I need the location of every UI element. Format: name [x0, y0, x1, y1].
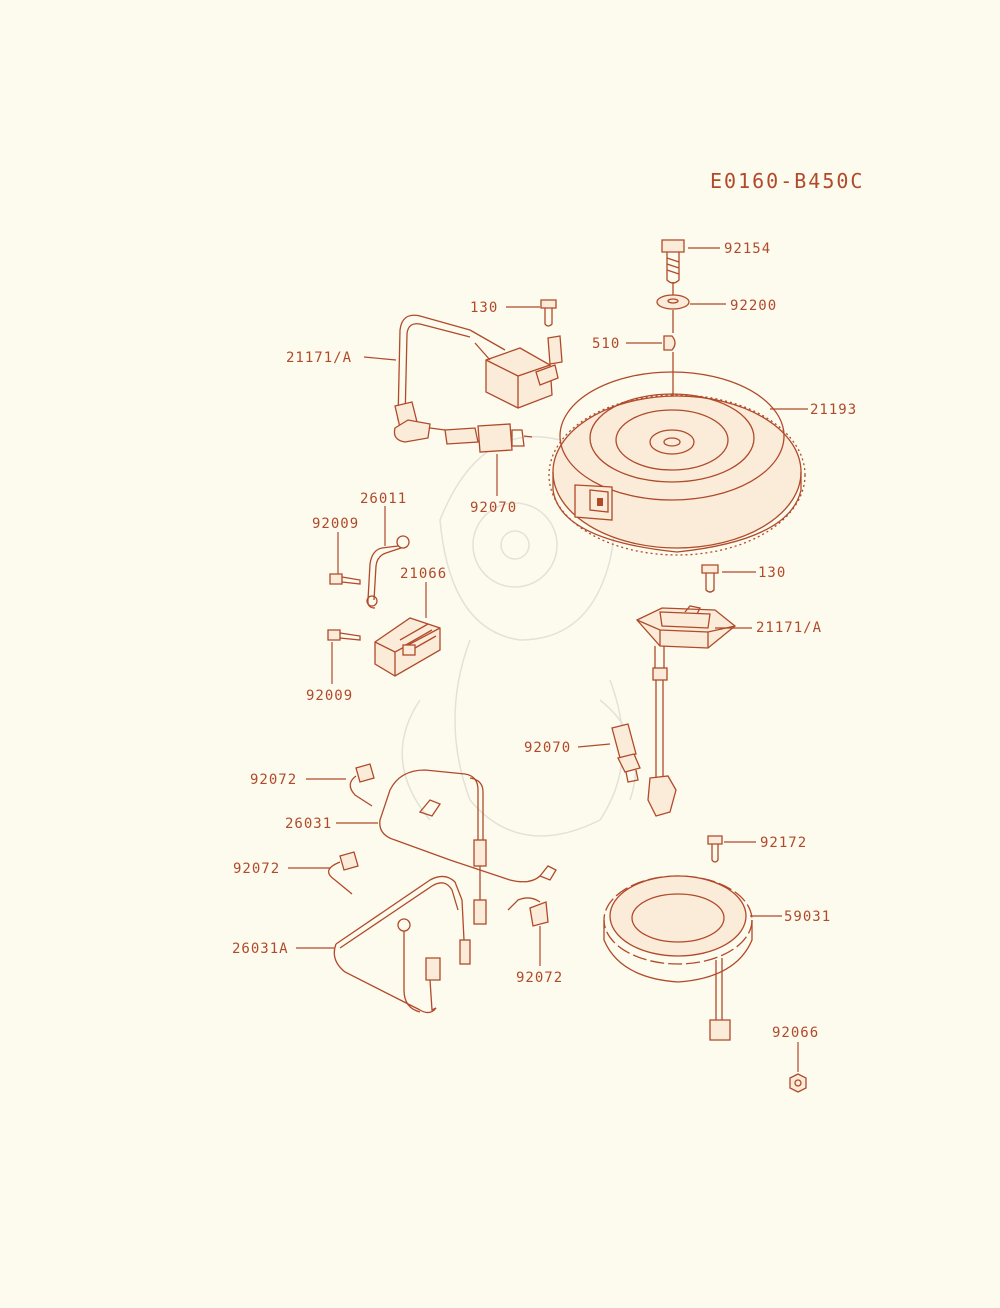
callout-92009-bottom: 92009: [306, 688, 353, 704]
callout-130-top: 130: [470, 300, 498, 316]
callout-92072-a: 92072: [250, 772, 297, 788]
callout-92066: 92066: [772, 1025, 819, 1041]
screw-92172: [707, 835, 723, 863]
screw-92009-bottom: [327, 629, 361, 641]
cap-92072-b: [328, 851, 359, 895]
callout-21193: 21193: [810, 402, 857, 418]
ignition-coil-21171-mid: [635, 605, 737, 817]
callout-92009-top: 92009: [312, 516, 359, 532]
ground-wire-26011: [366, 535, 410, 609]
key-510: [663, 335, 676, 351]
screw-130-mid: [701, 564, 719, 593]
callout-92070-mid: 92070: [524, 740, 571, 756]
screw-130-top: [540, 299, 557, 327]
diagram-code: E0160-B450C: [710, 169, 864, 193]
callout-92172: 92172: [760, 835, 807, 851]
washer-92200: [656, 294, 690, 310]
callout-26011: 26011: [360, 491, 407, 507]
callout-92154: 92154: [724, 241, 771, 257]
flywheel-21193: [548, 371, 806, 556]
callout-26031A: 26031A: [232, 941, 289, 957]
cap-92072-c: [507, 897, 549, 927]
nut-92066: [789, 1073, 807, 1093]
callout-92070-top: 92070: [470, 500, 517, 516]
callout-92072-b: 92072: [233, 861, 280, 877]
callout-26031: 26031: [285, 816, 332, 832]
stator-59031: [603, 875, 753, 1041]
bolt-92154: [661, 239, 685, 284]
callout-21066: 21066: [400, 566, 447, 582]
cap-92072-a: [349, 763, 375, 807]
spark-plug-92070-mid: [611, 723, 641, 783]
callout-21171-top: 21171/A: [286, 350, 352, 366]
callout-130-mid: 130: [758, 565, 786, 581]
leader-lines: [288, 247, 808, 1072]
wire-harness-26031A: [333, 875, 471, 1014]
spark-plug-92070-top: [444, 423, 533, 453]
module-21066: [374, 617, 441, 677]
callout-92200: 92200: [730, 298, 777, 314]
callout-510: 510: [592, 336, 620, 352]
callout-92072-c: 92072: [516, 970, 563, 986]
ignition-coil-21171-top: [393, 314, 563, 443]
screw-92009-top: [329, 573, 361, 585]
callout-59031: 59031: [784, 909, 831, 925]
callout-21171-mid: 21171/A: [756, 620, 822, 636]
wire-harness-26031: [379, 769, 557, 925]
